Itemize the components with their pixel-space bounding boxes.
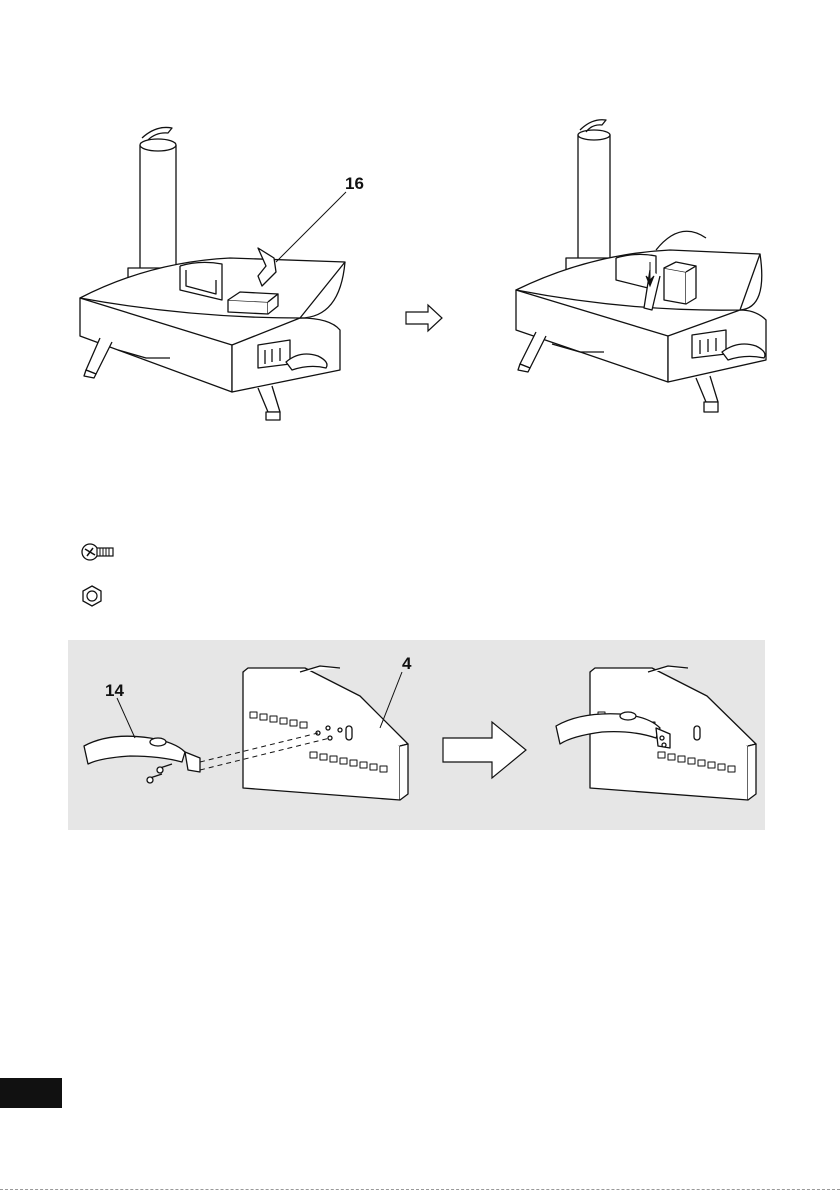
handle-assembly-after-illustration	[0, 0, 840, 840]
bottom-divider	[0, 1189, 840, 1190]
page-number-tab	[0, 1078, 62, 1108]
